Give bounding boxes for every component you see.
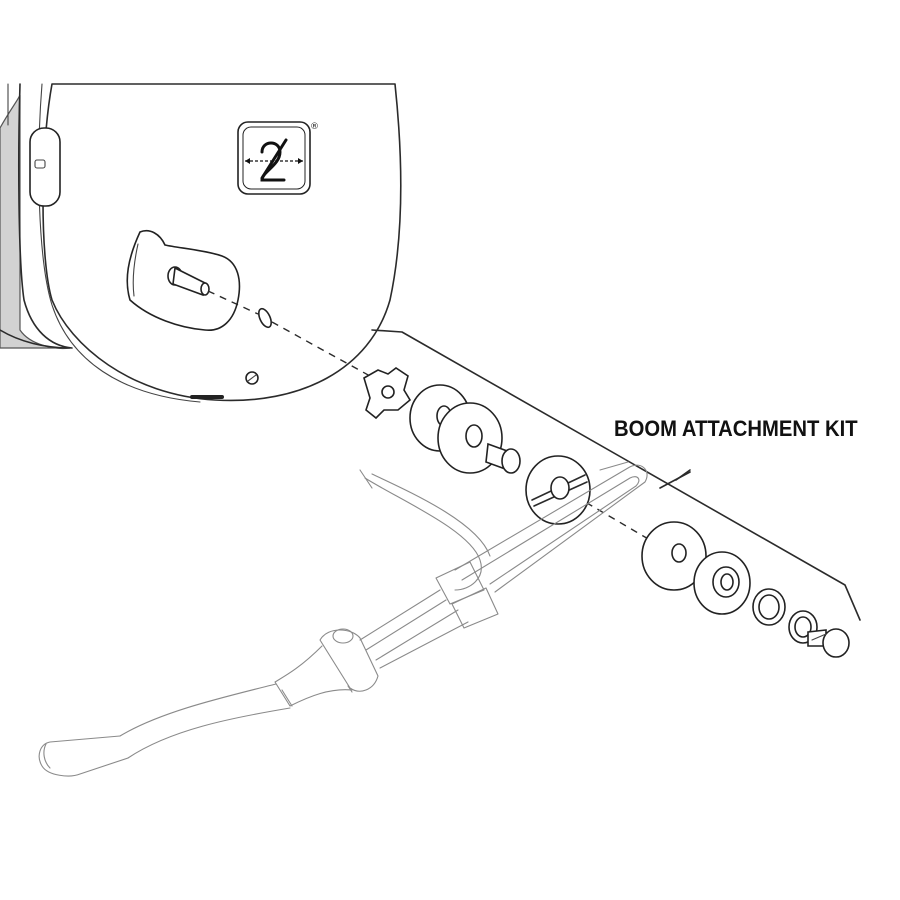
thumb-screw: [807, 628, 850, 658]
registered-mark: ®: [310, 122, 319, 132]
boom-attachment-kit-label: BOOM ATTACHMENT KIT: [614, 416, 858, 441]
washer-medium: [693, 551, 751, 615]
spacer-hub: [437, 402, 521, 474]
kit-callout-bracket: [371, 329, 861, 621]
washer-large-2: [641, 521, 707, 591]
label-leader-line: [675, 469, 691, 481]
o-ring-small: [258, 307, 272, 329]
cup-mounting-plate: [126, 229, 241, 331]
boom-arm: [38, 461, 648, 777]
david-clark-logo-icon: [237, 121, 311, 195]
star-knob: [363, 367, 412, 420]
washer-small: [752, 588, 786, 626]
headset-earcup: [0, 83, 402, 403]
boom-clamp-disk: [525, 455, 591, 525]
